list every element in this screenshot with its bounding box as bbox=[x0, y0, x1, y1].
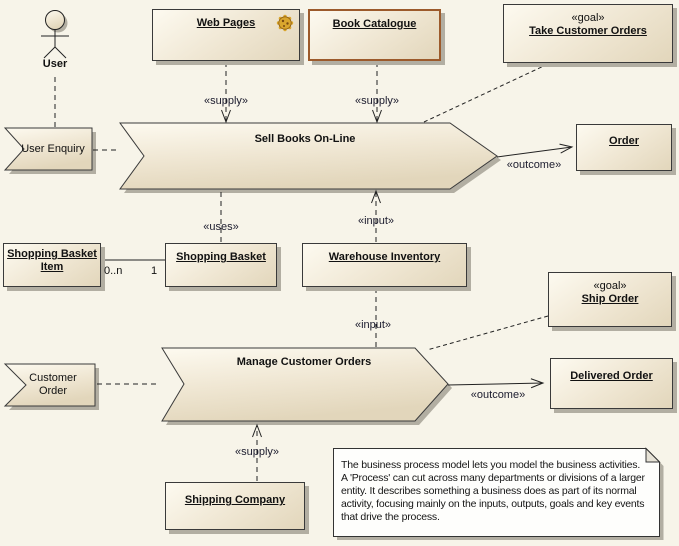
gear-icon bbox=[276, 14, 294, 32]
actor-user[interactable] bbox=[41, 10, 69, 59]
note-dogear-icon bbox=[645, 447, 661, 463]
event-customer-order[interactable] bbox=[3, 363, 96, 407]
connector-label-input: «input» bbox=[357, 215, 395, 227]
process-manage-customer-orders[interactable] bbox=[161, 347, 449, 422]
connector-goal-ship-order[interactable] bbox=[426, 315, 549, 351]
connector-label-supply: «supply» bbox=[203, 95, 249, 107]
element-take-customer-orders[interactable]: «goal» Take Customer Orders bbox=[503, 4, 673, 63]
element-label: Book Catalogue bbox=[332, 18, 417, 30]
event-label-customer-order: Customer Order bbox=[29, 372, 77, 397]
element-web-pages[interactable]: Web Pages bbox=[152, 9, 300, 61]
actor-user-label: User bbox=[42, 58, 68, 70]
process-sell-books-online[interactable] bbox=[119, 122, 498, 190]
element-shopping-basket-item[interactable]: Shopping Basket Item bbox=[3, 243, 101, 287]
connector-label-uses: «uses» bbox=[203, 221, 239, 233]
element-warehouse-inventory[interactable]: Warehouse Inventory bbox=[302, 243, 467, 287]
element-book-catalogue[interactable]: Book Catalogue bbox=[308, 9, 441, 61]
element-label: Web Pages bbox=[196, 17, 256, 29]
connector-label-outcome: «outcome» bbox=[506, 159, 562, 171]
element-order[interactable]: Order bbox=[576, 124, 672, 171]
multiplicity-target: 1 bbox=[151, 265, 158, 277]
actor-head bbox=[45, 10, 65, 30]
stereotype-label: «goal» bbox=[571, 12, 605, 24]
element-label: Shopping Basket Item bbox=[7, 248, 97, 273]
element-label: Ship Order bbox=[581, 293, 639, 305]
element-label: Order bbox=[609, 135, 639, 147]
event-user-enquiry[interactable] bbox=[3, 127, 93, 171]
process-label-manage-customer-orders: Manage Customer Orders bbox=[236, 356, 372, 368]
stereotype-label: «goal» bbox=[593, 280, 627, 292]
connector-goal-take-customer-orders[interactable] bbox=[423, 63, 549, 123]
connector-label-outcome: «outcome» bbox=[470, 389, 526, 401]
note-shape[interactable] bbox=[333, 447, 661, 537]
multiplicity-source: 0..n bbox=[104, 265, 123, 277]
connector-outcome-delivered-order[interactable] bbox=[447, 378, 545, 389]
connector-label-supply: «supply» bbox=[354, 95, 400, 107]
connector-outcome-order[interactable] bbox=[496, 143, 574, 158]
element-label: Shopping Basket bbox=[176, 251, 266, 263]
element-shopping-basket[interactable]: Shopping Basket bbox=[165, 243, 277, 287]
element-label: Warehouse Inventory bbox=[328, 251, 441, 263]
element-delivered-order[interactable]: Delivered Order bbox=[550, 358, 673, 409]
element-ship-order[interactable]: «goal» Ship Order bbox=[548, 272, 672, 327]
note-text: The business process model lets you mode… bbox=[341, 459, 645, 523]
element-label: Delivered Order bbox=[570, 370, 653, 382]
element-label: Take Customer Orders bbox=[529, 25, 647, 37]
element-shipping-company[interactable]: Shipping Company bbox=[165, 482, 305, 530]
event-label-user-enquiry: User Enquiry bbox=[21, 142, 85, 155]
process-label-sell-books-online: Sell Books On-Line bbox=[254, 133, 356, 145]
connector-label-input: «input» bbox=[354, 319, 392, 331]
connector-label-supply: «supply» bbox=[234, 446, 280, 458]
element-label: Shipping Company bbox=[184, 494, 286, 506]
